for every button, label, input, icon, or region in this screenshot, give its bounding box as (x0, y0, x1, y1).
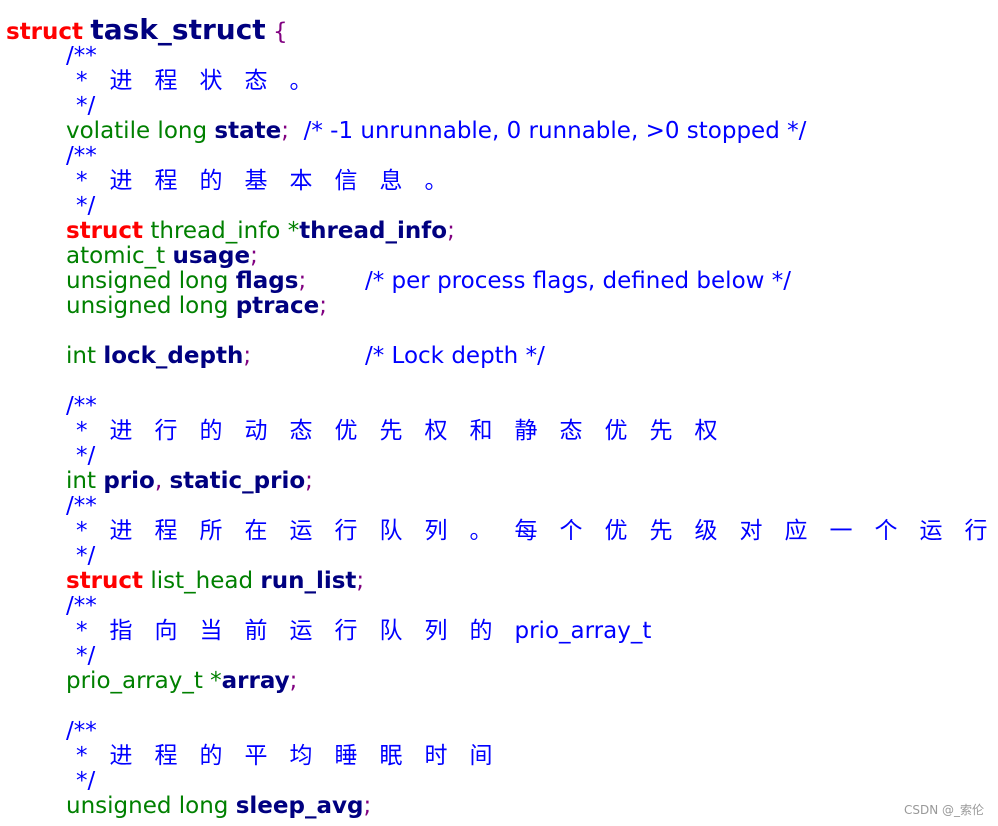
semicolon: ; (319, 293, 328, 319)
comment-text: *进行的动态优先权和静态优先权 (66, 419, 740, 444)
semicolon: ; (305, 468, 313, 494)
field-name: ptrace (235, 293, 320, 319)
comment-cn-text: *进程所在运行队列。每个优先级对应一个运行 (76, 518, 998, 544)
field-type: atomic_t (66, 243, 166, 269)
field-flags: unsigned long flags; /* per process flags… (66, 268, 791, 294)
comment-close: */ (76, 643, 96, 669)
keyword-struct: struct (66, 568, 144, 594)
comment-cn-text: *指向当前运行队列的 (76, 618, 515, 644)
comma: , (154, 468, 163, 494)
field-type: prio_array_t (66, 668, 203, 694)
inline-comment: /* per process flags, defined below */ (365, 268, 792, 294)
comment-close: */ (76, 93, 96, 119)
keyword-struct: struct (6, 19, 84, 45)
inline-comment: /* -1 unrunnable, 0 runnable, >0 stopped… (303, 118, 807, 144)
comment-open: /** (66, 393, 97, 419)
semicolon: ; (363, 793, 372, 819)
field-name: array (221, 668, 290, 694)
keyword-struct: struct (66, 218, 144, 244)
comment-open: /** (66, 718, 97, 744)
comment-close: */ (76, 768, 96, 794)
comment-type-ref: prio_array_t (514, 618, 652, 644)
comment-cn-text: *进行的动态优先权和静态优先权 (76, 418, 740, 444)
field-prio: int prio, static_prio; (66, 469, 313, 494)
field-run-list: struct list_head run_list; (66, 569, 364, 594)
field-type: int (66, 468, 96, 494)
field-lock-depth: int lock_depth; /* Lock depth */ (66, 343, 545, 369)
watermark: CSDN @_索伦 (903, 803, 984, 817)
field-name: thread_info (299, 218, 448, 244)
field-name: sleep_avg (235, 793, 364, 819)
semicolon: ; (447, 218, 455, 244)
field-name: flags (235, 268, 299, 294)
comment-close: */ (76, 193, 96, 219)
comment-text: *进程的平均睡眠时间 (66, 744, 515, 769)
field-state: volatile long state; /* -1 unrunnable, 0… (66, 119, 806, 144)
comment-open: /** (66, 43, 97, 69)
comment-text: *指向当前运行队列的prio_array_t (66, 619, 651, 644)
field-name: state (214, 118, 282, 144)
field-name-prio: prio (103, 468, 155, 494)
comment-text: *进程状态。 (66, 69, 335, 94)
semicolon: ; (356, 568, 365, 594)
comment-open: /** (66, 493, 97, 519)
field-sleep-avg: unsigned long sleep_avg; (66, 794, 371, 819)
semicolon: ; (298, 268, 307, 294)
pointer-star: * (210, 668, 222, 694)
comment-cn-text: *进程状态。 (76, 68, 335, 94)
field-name: lock_depth (103, 343, 244, 369)
field-ptrace: unsigned long ptrace; (66, 294, 327, 319)
field-usage: atomic_t usage; (66, 244, 258, 269)
field-type: unsigned long (66, 793, 229, 819)
field-type: volatile long (66, 118, 208, 144)
comment-open: /** (66, 593, 97, 619)
field-name: run_list (260, 568, 357, 594)
semicolon: ; (289, 668, 298, 694)
field-name: usage (172, 243, 251, 269)
comment-cn-text: *进程的基本信息。 (76, 168, 470, 194)
struct-header: struct task_struct { (6, 13, 288, 46)
comment-open: /** (66, 143, 97, 169)
field-type: list_head (150, 568, 254, 594)
field-array: prio_array_t *array; (66, 669, 297, 694)
comment-close: */ (76, 443, 96, 469)
field-name-static-prio: static_prio (169, 468, 306, 494)
pointer-star: * (287, 218, 300, 244)
field-type: int (66, 343, 96, 369)
field-type: unsigned long (66, 293, 229, 319)
open-brace: { (273, 19, 288, 45)
field-thread-info: struct thread_info *thread_info; (66, 219, 455, 244)
comment-close: */ (76, 543, 96, 569)
field-type: unsigned long (66, 268, 229, 294)
semicolon: ; (243, 343, 252, 369)
semicolon: ; (281, 118, 289, 144)
comment-text: *进程的基本信息。 (66, 169, 470, 194)
comment-cn-text: *进程的平均睡眠时间 (76, 743, 515, 769)
inline-comment: /* Lock depth */ (365, 343, 545, 369)
field-type: thread_info (150, 218, 281, 244)
semicolon: ; (250, 243, 258, 269)
struct-name: task_struct (90, 13, 266, 46)
comment-text: *进程所在运行队列。每个优先级对应一个运行 (66, 519, 998, 544)
